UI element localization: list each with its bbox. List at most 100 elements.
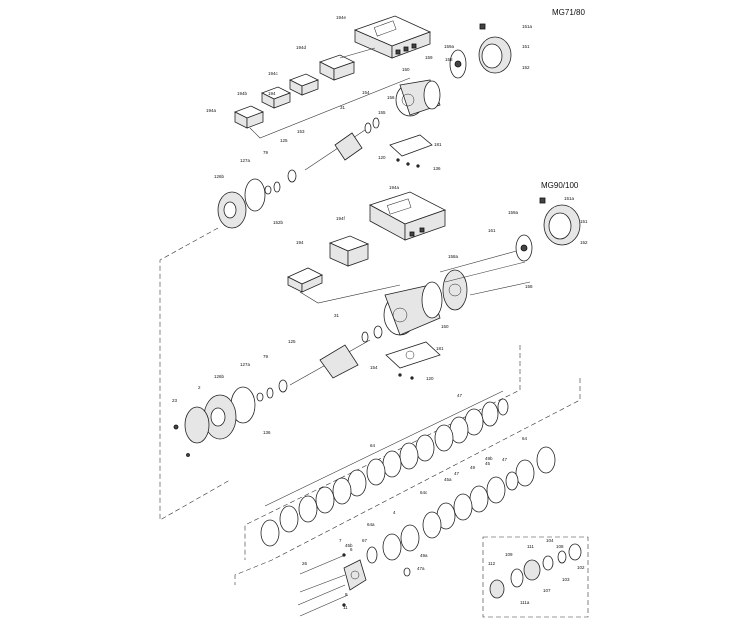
- part-label: 159a: [444, 44, 455, 49]
- part-label: 45: [485, 461, 491, 466]
- part-label: 31: [340, 105, 346, 110]
- part-label: 79: [263, 354, 269, 359]
- shaft-top: [304, 117, 380, 171]
- part-label: 126b: [214, 174, 225, 179]
- part-label: 136: [433, 166, 441, 171]
- dashed-guides: [159, 227, 589, 618]
- part-label: 64: [370, 443, 376, 448]
- part-label: 151: [522, 44, 530, 49]
- part-label: 6: [350, 547, 353, 552]
- part-label: 126b: [214, 374, 225, 379]
- shaft-mid: [289, 325, 383, 386]
- seals-mid: [230, 379, 288, 424]
- motor-mid: [383, 281, 443, 336]
- part-label: 158a: [448, 254, 459, 259]
- part-label: 194d: [296, 45, 307, 50]
- part-label: 194f: [336, 216, 345, 221]
- part-label: 47: [502, 457, 508, 462]
- part-label: 159: [425, 55, 433, 60]
- part-label: 194b: [237, 91, 248, 96]
- part-label: 47a: [417, 566, 425, 571]
- part-label: 194e: [336, 15, 347, 20]
- part-label: 45b: [345, 543, 353, 548]
- bottom-right-kit: [489, 543, 582, 599]
- part-label: 49: [470, 465, 476, 470]
- part-label: 158: [445, 57, 453, 62]
- part-label: 156: [387, 95, 395, 100]
- part-label: 154: [370, 365, 378, 370]
- part-label: 64: [522, 436, 528, 441]
- part-label: 4: [393, 510, 396, 515]
- module-boxes-top: [234, 47, 411, 139]
- part-label: 104: [546, 538, 554, 543]
- part-label: 11: [343, 605, 348, 610]
- part-label: 45a: [444, 477, 452, 482]
- part-label: 159a: [508, 210, 519, 215]
- base-assembly: [297, 553, 367, 617]
- part-label: 112: [488, 561, 496, 566]
- part-label: 23: [172, 398, 178, 403]
- part-label: 154: [362, 90, 370, 95]
- part-label: 153: [297, 129, 305, 134]
- part-label: 194: [296, 240, 304, 245]
- pump-housing-mid: [173, 394, 237, 457]
- part-label: 194: [268, 91, 276, 96]
- part-label: 49b: [485, 456, 493, 461]
- part-label: 79: [263, 150, 269, 155]
- part-label: 120: [426, 376, 434, 381]
- part-label: 109: [505, 552, 513, 557]
- part-label: 107: [543, 588, 551, 593]
- part-label: 158: [525, 284, 533, 289]
- part-label: 120: [378, 155, 386, 160]
- part-label: 125: [280, 138, 288, 143]
- stage-row-1: [260, 390, 509, 547]
- bracket-mid: [385, 341, 441, 380]
- part-label: 26: [302, 561, 308, 566]
- part-label: 67: [362, 538, 368, 543]
- part-label: 194a: [206, 108, 217, 113]
- part-label: 102: [577, 565, 585, 570]
- flange-mid: [439, 249, 531, 311]
- seals-top: [244, 169, 297, 212]
- part-label: 111: [527, 544, 534, 549]
- terminal-box-top: [353, 15, 432, 59]
- model-title-mg71: MG71/80: [552, 8, 585, 17]
- part-label: 151a: [522, 24, 533, 29]
- part-label: 108: [556, 544, 564, 549]
- fan-top: [449, 23, 512, 79]
- part-label: 155: [378, 110, 386, 115]
- part-label: 125: [288, 339, 296, 344]
- part-label: 64a: [367, 522, 375, 527]
- part-label: 151a: [564, 196, 575, 201]
- part-label: 181: [434, 142, 442, 147]
- part-label: 152: [580, 240, 588, 245]
- part-label: 8: [345, 592, 348, 597]
- part-label: 47: [457, 393, 463, 398]
- model-title-mg90: MG90/100: [541, 181, 579, 190]
- part-label: 127a: [240, 362, 251, 367]
- part-label: 7: [339, 538, 342, 543]
- part-label: 151: [580, 219, 588, 224]
- part-label: 152: [522, 65, 530, 70]
- bracket-top: [389, 134, 433, 168]
- part-label: 64c: [420, 490, 428, 495]
- part-label: 152b: [273, 220, 284, 225]
- part-label: 150: [402, 67, 410, 72]
- part-label: 103: [562, 577, 570, 582]
- part-label: 181: [436, 346, 444, 351]
- part-label: 161: [488, 228, 496, 233]
- pump-housing-top: [217, 191, 247, 229]
- part-label: 150: [441, 324, 449, 329]
- module-mid: [287, 235, 401, 304]
- part-label: 136: [263, 430, 271, 435]
- terminal-box-mid: [368, 191, 447, 241]
- part-label: 49a: [420, 553, 428, 558]
- part-label: 31: [334, 313, 340, 318]
- part-label: 47: [454, 471, 460, 476]
- part-label: 194a: [389, 185, 400, 190]
- part-label: 194c: [268, 71, 278, 76]
- motor-top: [395, 79, 441, 117]
- part-label: 127a: [240, 158, 251, 163]
